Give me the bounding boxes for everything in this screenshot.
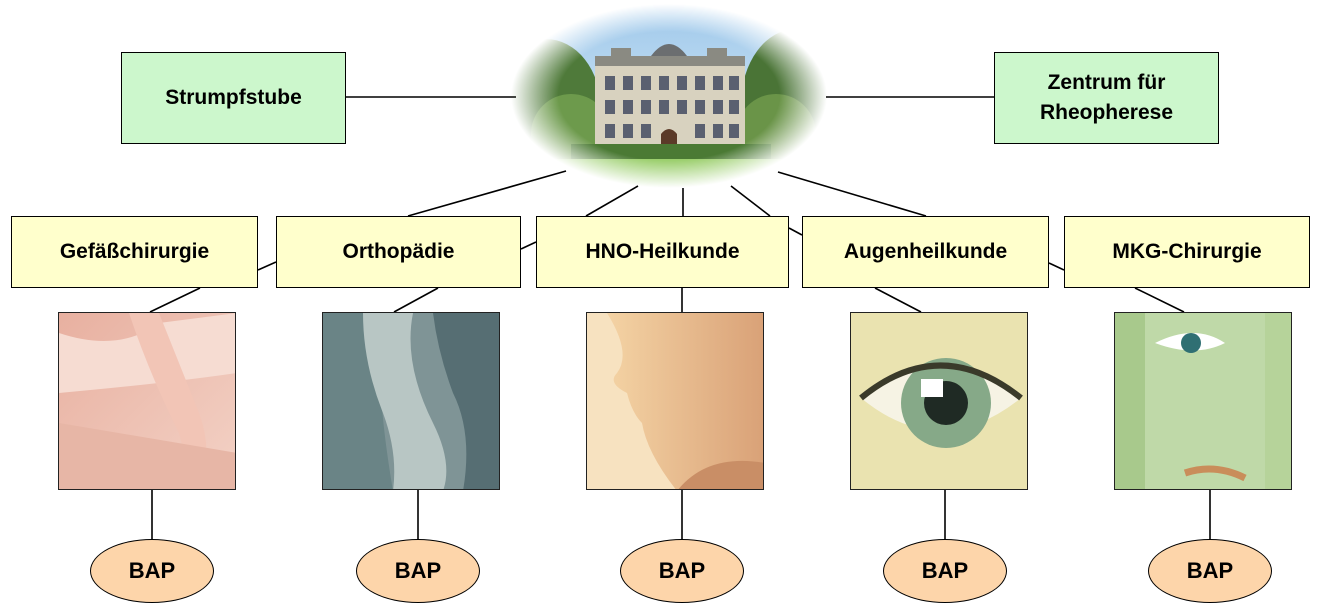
bap-label: BAP bbox=[1186, 558, 1234, 583]
department-label: Augenheilkunde bbox=[843, 239, 1008, 263]
x-ray-image bbox=[322, 312, 500, 490]
department-box-orthopaedie: Orthopädie bbox=[276, 216, 521, 288]
rheopherese-label-line2: Rheopherese bbox=[1039, 101, 1174, 124]
department-box-augenheilkunde: Augenheilkunde bbox=[802, 216, 1049, 288]
leg-image bbox=[58, 312, 236, 490]
bap-badge: BAP bbox=[356, 539, 480, 603]
bap-label: BAP bbox=[658, 558, 706, 583]
clinic-building-image bbox=[511, 4, 827, 188]
face-profile-image bbox=[586, 312, 764, 490]
bap-label: BAP bbox=[394, 558, 442, 583]
bap-label: BAP bbox=[128, 558, 176, 583]
eye-image bbox=[850, 312, 1028, 490]
strumpfstube-box: Strumpfstube bbox=[121, 52, 346, 144]
bap-badge: BAP bbox=[90, 539, 214, 603]
department-box-gefaesschirurgie: Gefäßchirurgie bbox=[11, 216, 258, 288]
face-closeup-image bbox=[1114, 312, 1292, 490]
bap-badge: BAP bbox=[1148, 539, 1272, 603]
bap-label: BAP bbox=[921, 558, 969, 583]
department-label: Orthopädie bbox=[342, 239, 455, 263]
strumpfstube-label: Strumpfstube bbox=[165, 85, 302, 109]
bap-badge: BAP bbox=[620, 539, 744, 603]
department-label: Gefäßchirurgie bbox=[59, 239, 210, 263]
department-label: MKG-Chirurgie bbox=[1112, 239, 1262, 263]
bap-badge: BAP bbox=[883, 539, 1007, 603]
department-label: HNO-Heilkunde bbox=[585, 239, 740, 263]
rheopherese-box: Zentrum für Rheopherese bbox=[994, 52, 1219, 144]
department-box-hno-heilkunde: HNO-Heilkunde bbox=[536, 216, 789, 288]
department-box-mkg-chirurgie: MKG-Chirurgie bbox=[1064, 216, 1310, 288]
rheopherese-label-line1: Zentrum für bbox=[1047, 70, 1166, 94]
